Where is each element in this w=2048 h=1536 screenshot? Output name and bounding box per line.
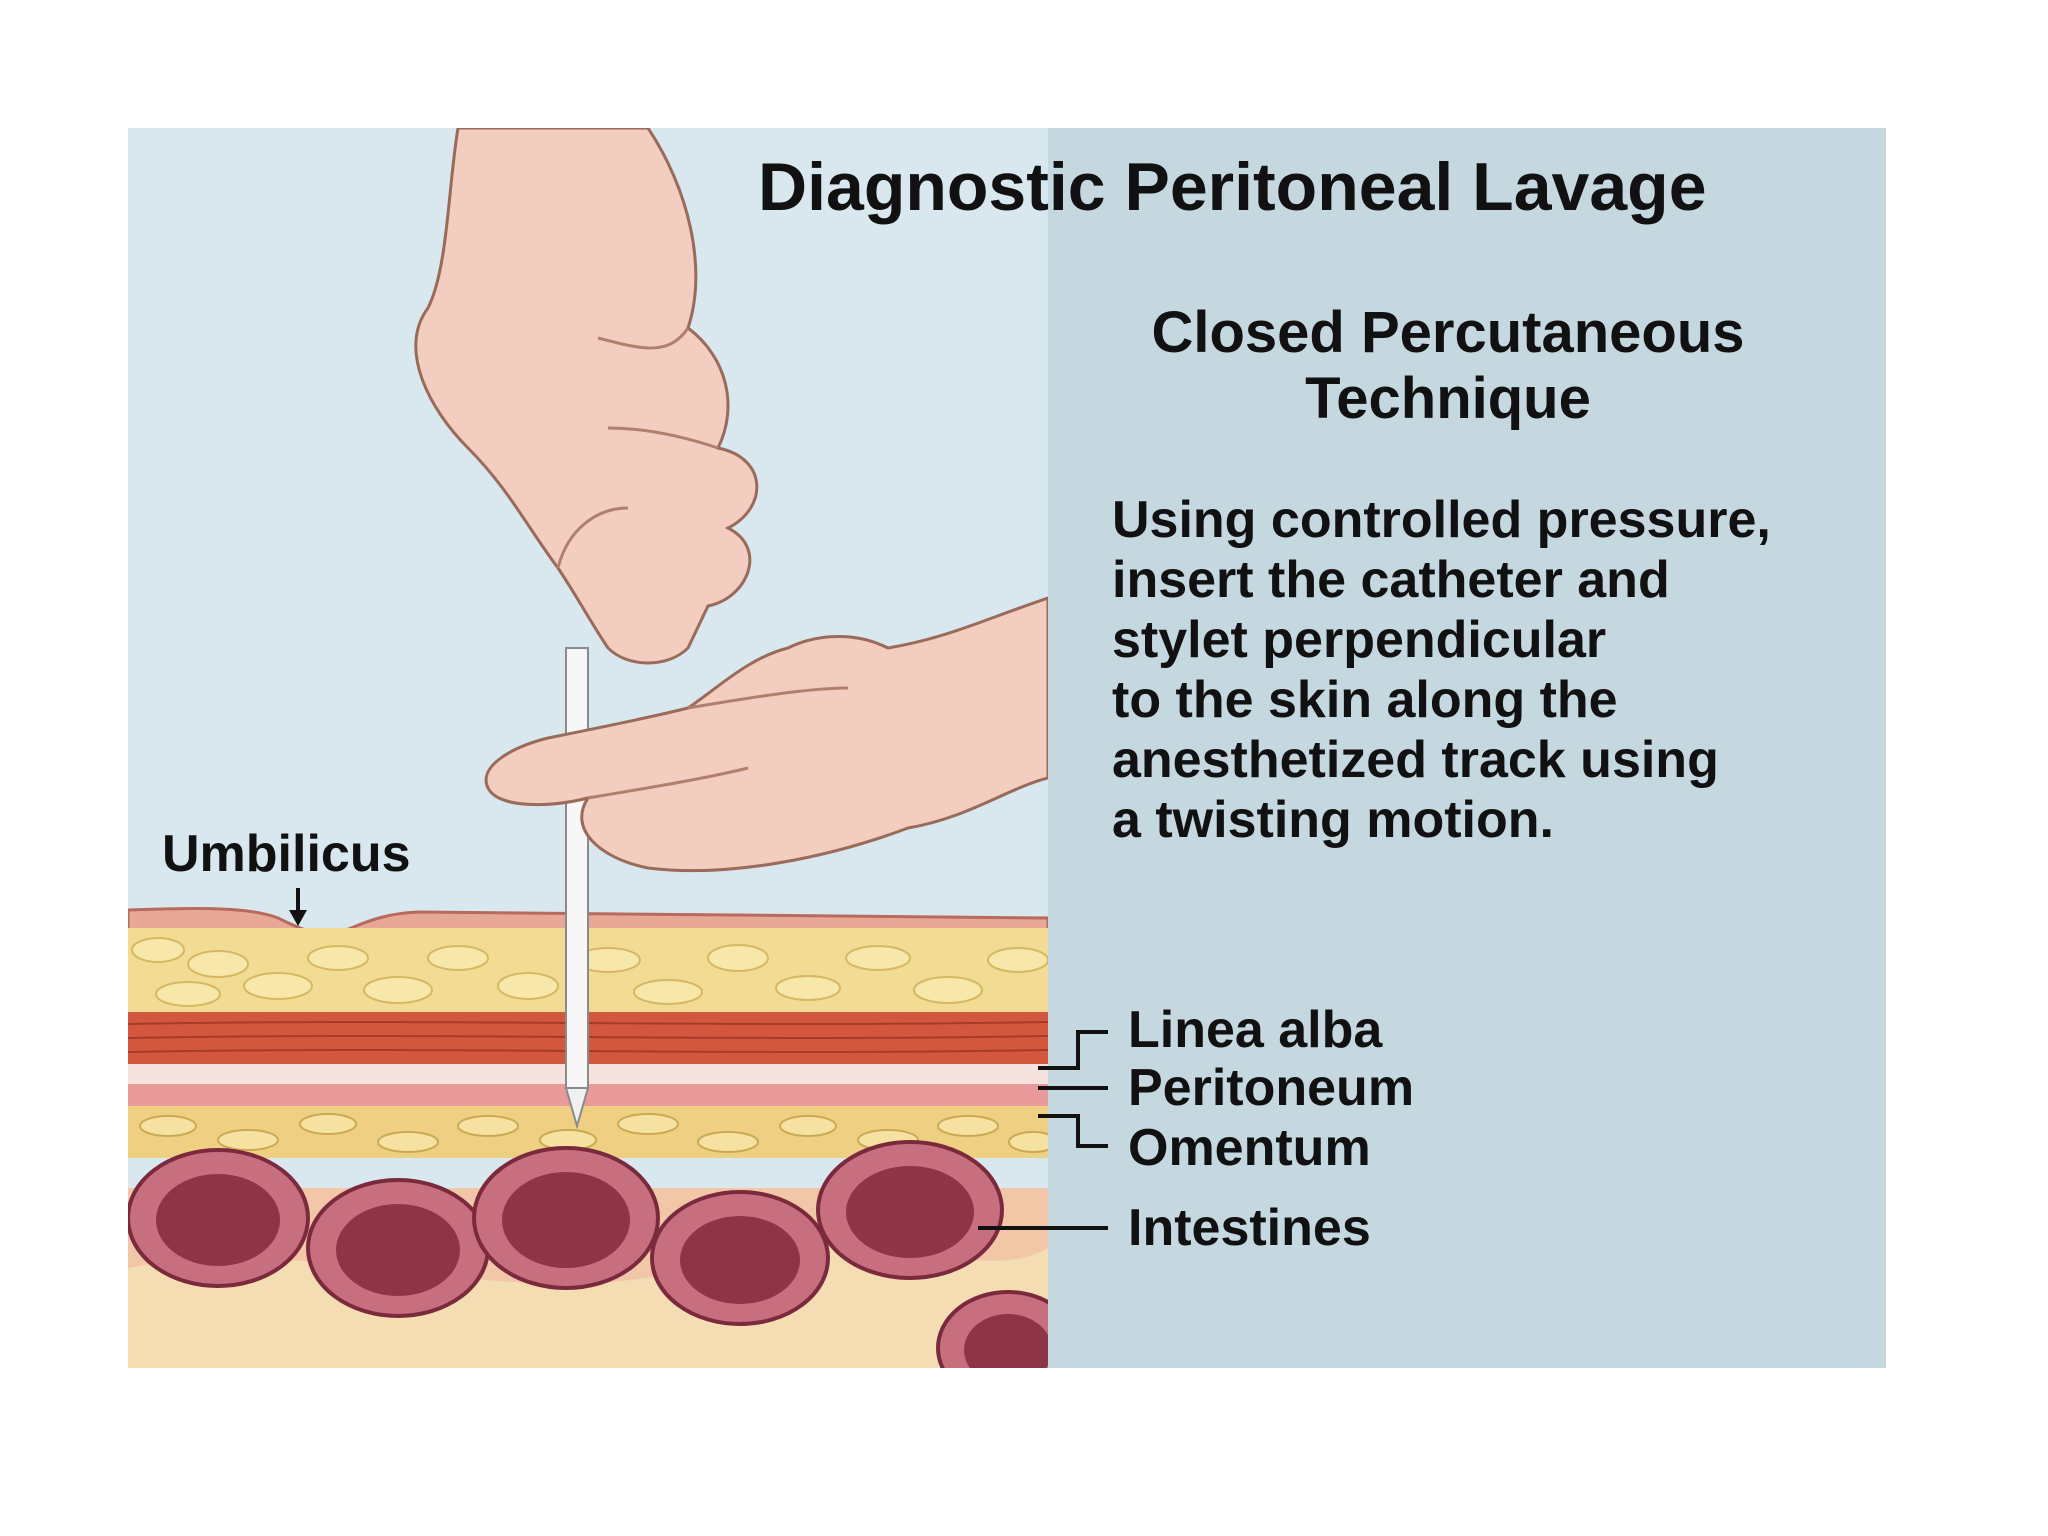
label-omentum: Omentum — [1128, 1118, 1371, 1178]
figure-panel: Diagnostic Peritoneal Lavage Closed Perc… — [128, 128, 1886, 1368]
figure-title: Diagnostic Peritoneal Lavage — [758, 148, 1878, 226]
label-peritoneum: Peritoneum — [1128, 1058, 1414, 1118]
instruction-line: to the skin along the — [1112, 670, 1872, 730]
instruction-line: Using controlled pressure, — [1112, 490, 1872, 550]
figure-subtitle: Closed Percutaneous Technique — [1068, 300, 1828, 432]
label-linea-alba: Linea alba — [1128, 1000, 1382, 1060]
label-umbilicus: Umbilicus — [162, 824, 411, 884]
instruction-text: Using controlled pressure, insert the ca… — [1112, 490, 1872, 850]
instruction-line: insert the catheter and — [1112, 550, 1872, 610]
subtitle-line-1: Closed Percutaneous — [1068, 300, 1828, 366]
subtitle-line-2: Technique — [1068, 366, 1828, 432]
instruction-line: a twisting motion. — [1112, 790, 1872, 850]
instruction-line: anesthetized track using — [1112, 730, 1872, 790]
instruction-line: stylet perpendicular — [1112, 610, 1872, 670]
omentum-leader — [1038, 1116, 1108, 1146]
linea-alba-leader — [1038, 1032, 1108, 1068]
label-intestines: Intestines — [1128, 1198, 1371, 1258]
